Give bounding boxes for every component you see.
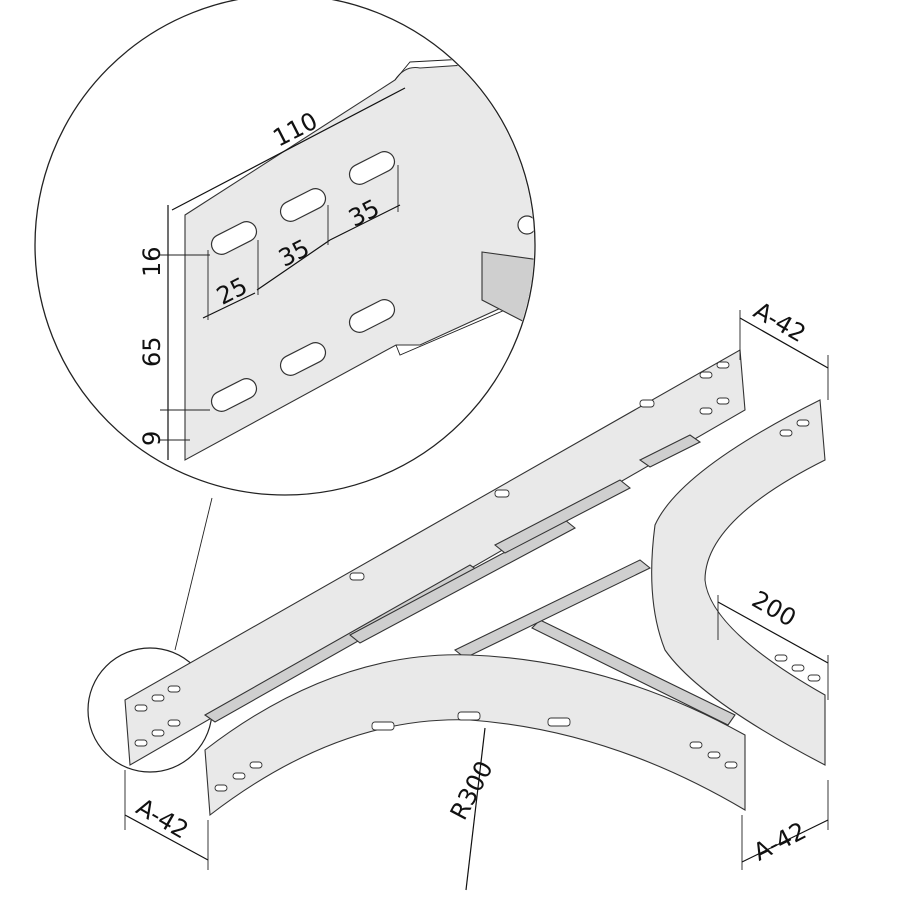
detail-leader-line xyxy=(174,497,213,651)
dim-a42-bottom-left: A-42 xyxy=(132,793,194,845)
main-dimension-lines xyxy=(124,310,829,891)
dim-16: 16 xyxy=(138,246,166,277)
dim-65: 65 xyxy=(138,336,166,367)
tee-assembly xyxy=(124,349,826,817)
dim-r300: R300 xyxy=(445,756,499,824)
radius-leader xyxy=(465,727,486,891)
detail-callout: 110 35 35 25 16 65 9 xyxy=(34,0,536,773)
detail-dimension-lines xyxy=(160,87,406,460)
rail-slots xyxy=(134,361,821,792)
branch-curved-rail xyxy=(651,399,826,766)
rungs xyxy=(203,434,736,726)
dim-a42-bottom-right: A-42 xyxy=(749,817,811,867)
dim-9: 9 xyxy=(138,431,166,446)
back-side-rail xyxy=(124,349,746,766)
dim-200: 200 xyxy=(747,585,801,632)
detail-slots xyxy=(210,151,534,412)
